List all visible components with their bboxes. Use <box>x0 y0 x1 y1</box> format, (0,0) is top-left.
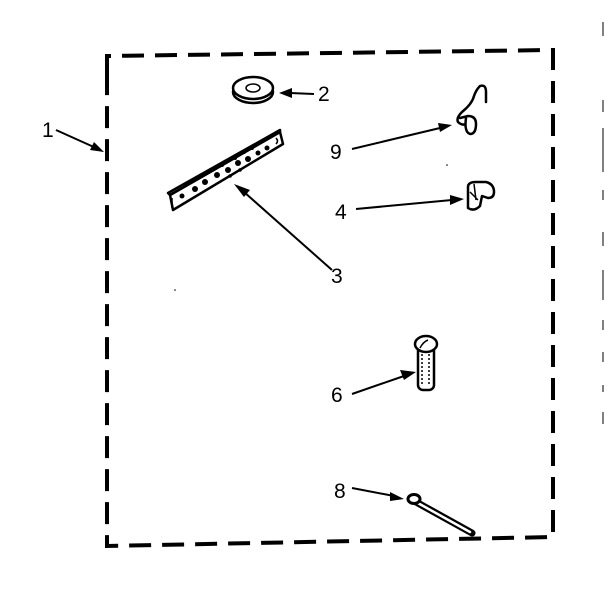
callout-label-1: 1 <box>42 119 54 142</box>
clip-icon <box>466 180 496 211</box>
callout-label-9: 9 <box>330 141 342 164</box>
washer-icon <box>231 75 275 105</box>
callout-label-2: 2 <box>318 83 330 106</box>
callout-label-3: 3 <box>331 265 343 288</box>
bolt-icon <box>413 334 439 392</box>
hook-clip-icon <box>456 84 488 136</box>
callout-label-4: 4 <box>335 201 347 224</box>
callout-3: 3 <box>234 184 343 288</box>
scan-speck <box>174 289 176 291</box>
cotter-pin-icon <box>406 493 476 537</box>
scan-speck <box>446 164 448 166</box>
callout-label-8: 8 <box>334 480 346 503</box>
callout-6: 6 <box>331 370 416 407</box>
kit-dashed-border <box>105 47 555 549</box>
callout-9: 9 <box>330 123 452 164</box>
callout-label-6: 6 <box>331 384 343 407</box>
perforated-strap-icon <box>166 128 285 212</box>
callout-1: 1 <box>42 119 104 152</box>
callout-8: 8 <box>334 480 404 503</box>
callout-4: 4 <box>335 195 464 224</box>
callout-2: 2 <box>279 83 330 106</box>
